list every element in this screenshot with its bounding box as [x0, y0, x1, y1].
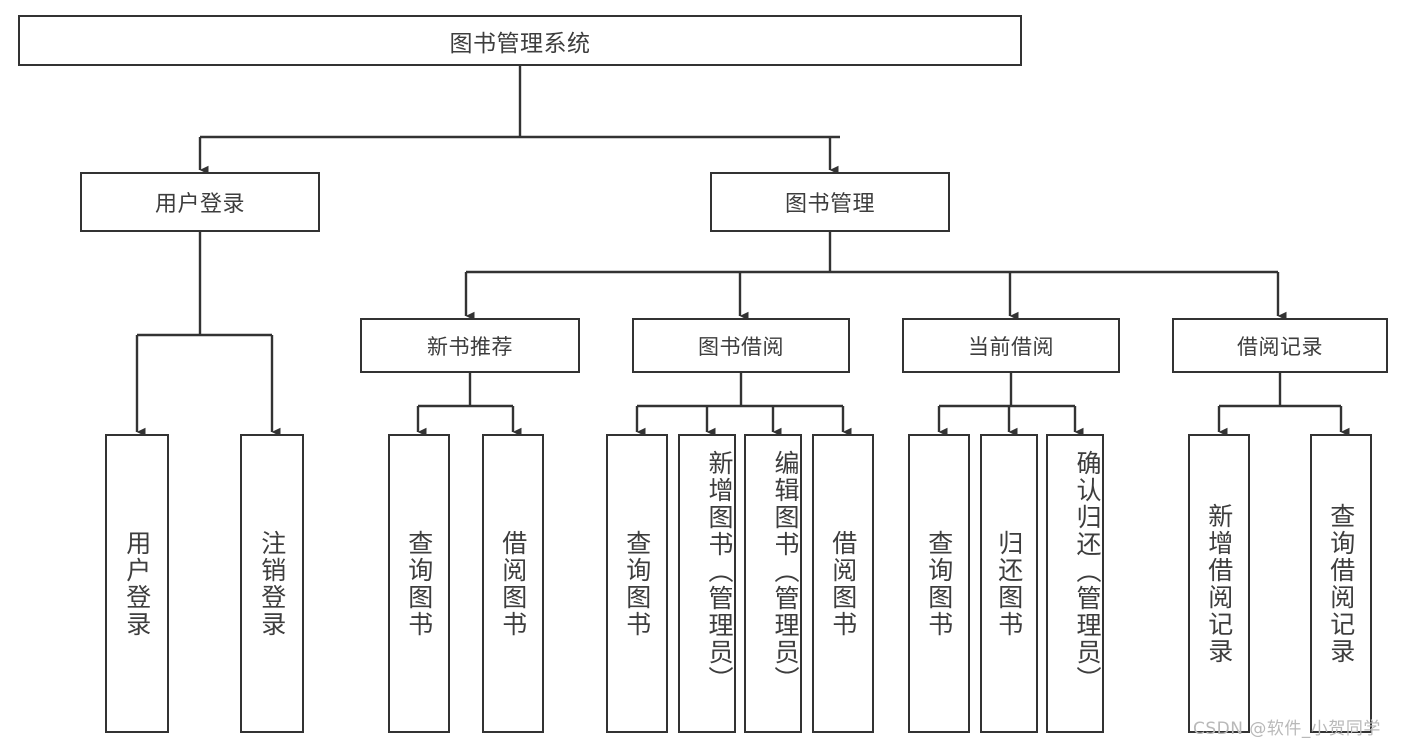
node-label: 新增图书（管理员） — [705, 450, 734, 693]
node-label: 用户登录 — [122, 529, 152, 638]
leaf-edit-book[interactable]: 编辑图书（管理员） — [744, 434, 802, 733]
node-label: 确认归还（管理员） — [1073, 450, 1102, 693]
node-label: 新书推荐 — [427, 334, 513, 359]
node-label: 图书借阅 — [698, 334, 784, 359]
leaf-logout[interactable]: 注销登录 — [240, 434, 304, 733]
node-label: 当前借阅 — [968, 334, 1054, 359]
node-book-borrow[interactable]: 图书借阅 — [632, 318, 850, 373]
leaf-borrow-book-1[interactable]: 借阅图书 — [482, 434, 544, 733]
csdn-watermark: CSDN @软件_小贺同学 — [1193, 719, 1381, 739]
node-label: 图书管理 — [784, 192, 875, 217]
node-label: 借阅图书 — [828, 529, 858, 638]
leaf-user-login[interactable]: 用户登录 — [105, 434, 169, 733]
leaf-query-record[interactable]: 查询借阅记录 — [1310, 434, 1372, 733]
node-label: 图书管理系统 — [449, 30, 591, 57]
leaf-query-book-3[interactable]: 查询图书 — [908, 434, 970, 733]
leaf-return-book[interactable]: 归还图书 — [980, 434, 1038, 733]
leaf-borrow-book-2[interactable]: 借阅图书 — [812, 434, 874, 733]
node-label: 查询图书 — [404, 529, 434, 638]
node-label: 借阅图书 — [498, 529, 528, 638]
leaf-add-record[interactable]: 新增借阅记录 — [1188, 434, 1250, 733]
leaf-query-book-2[interactable]: 查询图书 — [606, 434, 668, 733]
node-user-login[interactable]: 用户登录 — [80, 172, 320, 232]
node-label: 新增借阅记录 — [1204, 502, 1234, 665]
node-new-book-recommend[interactable]: 新书推荐 — [360, 318, 580, 373]
node-borrow-record[interactable]: 借阅记录 — [1172, 318, 1388, 373]
leaf-confirm-return[interactable]: 确认归还（管理员） — [1046, 434, 1104, 733]
node-label: 编辑图书（管理员） — [771, 450, 800, 693]
node-label: 查询图书 — [622, 529, 652, 638]
node-label: 用户登录 — [154, 192, 245, 217]
leaf-query-book-1[interactable]: 查询图书 — [388, 434, 450, 733]
node-label: 借阅记录 — [1237, 334, 1323, 359]
node-current-borrow[interactable]: 当前借阅 — [902, 318, 1120, 373]
node-label: 注销登录 — [257, 529, 287, 638]
leaf-add-book[interactable]: 新增图书（管理员） — [678, 434, 736, 733]
node-label: 查询借阅记录 — [1326, 502, 1356, 665]
node-label: 查询图书 — [924, 529, 954, 638]
node-root-system[interactable]: 图书管理系统 — [18, 15, 1022, 66]
node-label: 归还图书 — [994, 529, 1024, 638]
node-book-management[interactable]: 图书管理 — [710, 172, 950, 232]
